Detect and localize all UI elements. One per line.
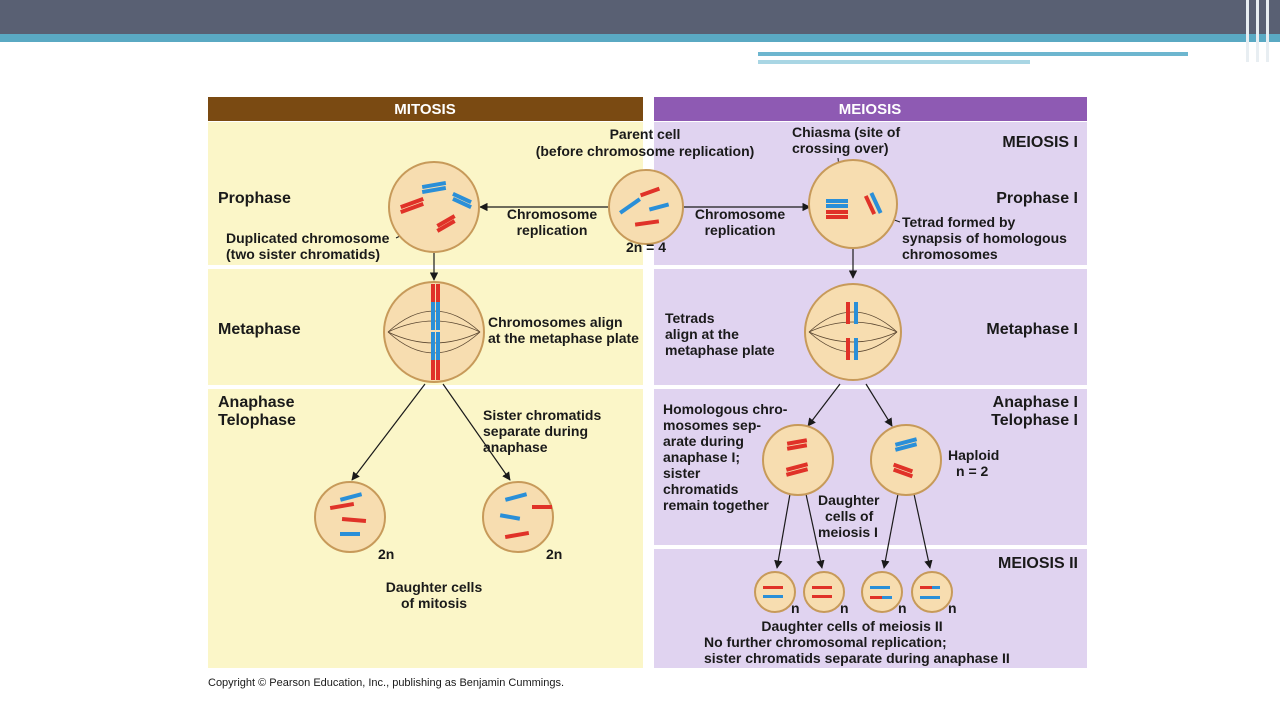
tetrads-align-note: Tetrads [665, 310, 715, 326]
tetrad-label: synapsis of homologous [902, 230, 1067, 246]
meiosis-prophase-cell [808, 159, 898, 249]
slide-accent-line [758, 52, 1188, 56]
replication-label: replication [705, 222, 776, 238]
mitosis-daughter-cell [314, 481, 386, 553]
meiosis-telophase-label: Telophase I [991, 412, 1078, 429]
meiosis-prophase-label: Prophase I [996, 190, 1078, 207]
meiosis-two-label: MEIOSIS II [998, 555, 1078, 572]
mitosis-daughter-label: of mitosis [401, 595, 467, 611]
homologous-note: sister [663, 465, 701, 481]
meiosis-two-daughter-label: Daughter cells of meiosis II [761, 618, 942, 634]
meiosis-one-daughter-cell [762, 424, 834, 496]
meiosis-two-daughter-cell [803, 571, 845, 613]
meiosis-two-daughter-cell [911, 571, 953, 613]
mitosis-anaphase-label: Anaphase [218, 394, 295, 411]
mitosis-daughter-ploidy: 2n [378, 546, 394, 562]
meiosis-two-ploidy: n [840, 600, 849, 616]
meiosis-one-daughter-label: Daughter [818, 492, 880, 508]
meiosis-two-ploidy: n [898, 600, 907, 616]
no-replication-note: No further chromosomal replication; [704, 634, 947, 650]
meiosis-header [654, 97, 1087, 121]
corner-stripe [1266, 0, 1269, 62]
arrow [774, 493, 791, 569]
row-divider [654, 545, 1087, 549]
metaphase-note: at the metaphase plate [488, 330, 639, 346]
tetrad-label: chromosomes [902, 246, 998, 262]
row-divider [654, 385, 1087, 389]
meiosis-two-ploidy: n [791, 600, 800, 616]
mitosis-telophase-label: Telophase [218, 412, 296, 429]
sister-chromatids-note: anaphase [483, 439, 548, 455]
haploid-label: Haploid [948, 447, 999, 463]
mitosis-daughter-ploidy: 2n [546, 546, 562, 562]
arrow [442, 383, 511, 481]
sister-chromatids-note: separate during [483, 423, 588, 439]
chiasma-label: Chiasma (site of [792, 124, 900, 140]
homologous-note: remain together [663, 497, 769, 513]
blue-chromosomes [339, 180, 940, 599]
row-divider [208, 385, 643, 389]
arrow [865, 383, 893, 427]
corner-stripe [1246, 0, 1249, 62]
copyright-notice: Copyright © Pearson Education, Inc., pub… [208, 677, 564, 689]
meiosis-two-ploidy: n [948, 600, 957, 616]
homologous-note: arate during [663, 433, 744, 449]
homologous-note: mosomes sep- [663, 417, 761, 433]
parent-cell [608, 169, 684, 245]
mitosis-daughter-label: Daughter cells [386, 579, 483, 595]
arrow [881, 493, 899, 569]
arrow [805, 493, 825, 569]
red-chromosomes [329, 186, 932, 599]
homologous-note: anaphase I; [663, 449, 740, 465]
parent-cell-subtitle: (before chromosome replication) [536, 143, 755, 159]
replication-label: Chromosome [507, 206, 597, 222]
homologous-note: chromatids [663, 481, 739, 497]
mitosis-header [208, 97, 643, 121]
tetrads-align-note: metaphase plate [665, 342, 775, 358]
tetrad-label: Tetrad formed by [902, 214, 1016, 230]
no-replication-note: sister chromatids separate during anapha… [704, 650, 1010, 666]
arrow [913, 493, 933, 569]
sister-chromatids-note: Sister chromatids [483, 407, 601, 423]
mitosis-title: MITOSIS [394, 101, 455, 118]
parent-cell-title: Parent cell [610, 126, 681, 142]
meiosis-two-daughter-cell [861, 571, 903, 613]
row-divider [654, 265, 1087, 269]
haploid-label: n = 2 [956, 463, 989, 479]
homologous-note: Homologous chro- [663, 401, 788, 417]
duplicated-chromosome-label: (two sister chromatids) [226, 246, 380, 262]
arrow [351, 383, 426, 481]
chiasma-label: crossing over) [792, 140, 888, 156]
meiosis-one-daughter-label: meiosis I [818, 524, 878, 540]
corner-stripe [1256, 0, 1259, 62]
arrow [807, 383, 841, 427]
replication-label: Chromosome [695, 206, 785, 222]
meiosis-one-label: MEIOSIS I [1002, 134, 1078, 151]
slide-accent-stripe [0, 34, 1280, 42]
mitosis-metaphase-label: Metaphase [218, 321, 301, 338]
slide-top-bar [0, 0, 1280, 34]
parent-chromosome-count: 2n = 4 [626, 239, 666, 255]
meiosis-metaphase-label: Metaphase I [986, 321, 1078, 338]
meiosis-metaphase-cell [804, 283, 902, 381]
duplicated-chromosome-label: Duplicated chromosome [226, 230, 390, 246]
mitosis-prophase-label: Prophase [218, 190, 291, 207]
meiosis-two-daughter-cell [754, 571, 796, 613]
mitosis-prophase-cell [388, 161, 480, 253]
meiosis-one-daughter-cell [870, 424, 942, 496]
meiosis-anaphase-label: Anaphase I [993, 394, 1078, 411]
meiosis-title: MEIOSIS [839, 101, 902, 118]
meiosis-one-daughter-label: cells of [825, 508, 874, 524]
slide-accent-line-short [758, 60, 1030, 64]
metaphase-note: Chromosomes align [488, 314, 623, 330]
row-divider [208, 265, 643, 269]
replication-label: replication [517, 222, 588, 238]
tetrads-align-note: align at the [665, 326, 739, 342]
